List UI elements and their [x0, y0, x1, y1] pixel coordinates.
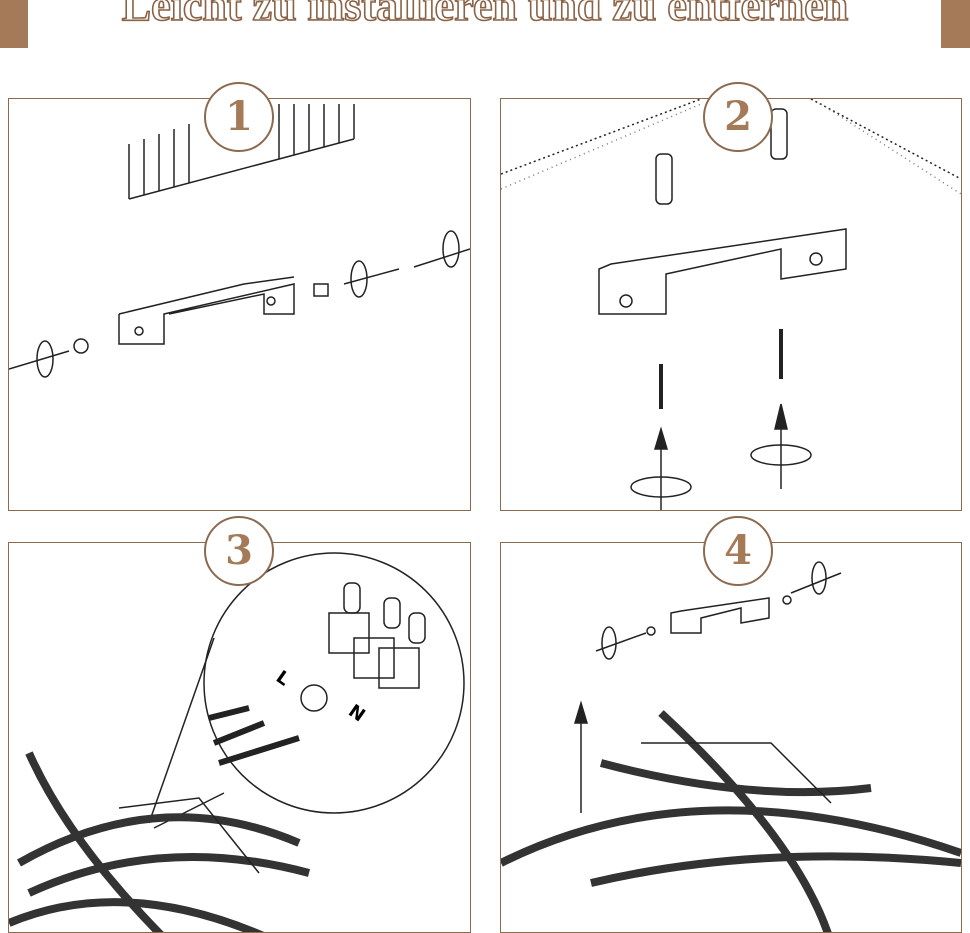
arrow-icon	[343, 268, 400, 285]
page-title: Leicht zu installieren und zu entfernen	[121, 0, 849, 31]
screw-icon	[73, 338, 89, 354]
left-accent-bar	[0, 0, 28, 48]
step-4-number: 4	[703, 516, 773, 586]
terminal-block	[328, 582, 426, 689]
rotate-arrow-icon	[350, 260, 368, 298]
step-2-panel	[500, 98, 962, 511]
lamp-base	[641, 742, 832, 804]
screw-icon	[782, 595, 792, 605]
step-1-panel	[8, 98, 471, 511]
arrow-icon	[413, 248, 470, 268]
arrow-head-icon	[774, 403, 788, 430]
rotate-arrow-icon	[36, 340, 54, 378]
step-4-illustration	[501, 561, 961, 932]
rotate-arrow-icon	[442, 230, 460, 268]
mounting-bracket	[118, 276, 295, 345]
rotate-arrow-icon	[630, 476, 692, 498]
wiring-detail-circle	[203, 552, 465, 814]
step-4-panel	[500, 542, 962, 933]
rotate-arrow-icon	[601, 626, 617, 660]
step-3-illustration	[9, 552, 465, 932]
screw-icon	[313, 283, 329, 297]
arrow-icon	[790, 572, 842, 594]
step-2-number: 2	[703, 82, 773, 152]
lamp-base	[118, 797, 260, 874]
rotate-arrow-icon	[811, 561, 827, 595]
ceiling-texture	[501, 99, 961, 180]
mounting-bracket	[670, 597, 770, 634]
ground-symbol-icon	[300, 684, 328, 712]
wall-plug-icon	[655, 153, 673, 205]
lamp-arms	[9, 751, 311, 932]
rotate-arrow-icon	[750, 444, 812, 466]
lamp-arms	[501, 710, 961, 932]
wall-plug-icon	[770, 108, 788, 160]
ceiling-hatch	[128, 104, 355, 200]
screw-icon	[646, 626, 656, 636]
step-3-panel: L N	[8, 542, 471, 933]
arrow-icon	[9, 350, 70, 370]
step-1-illustration	[9, 104, 470, 378]
step-3-number: 3	[204, 516, 274, 586]
arrow-head-icon	[573, 700, 589, 724]
right-accent-bar	[941, 0, 970, 48]
wires	[208, 705, 300, 766]
arrow-head-icon	[653, 426, 669, 450]
mounting-bracket	[598, 228, 847, 315]
arrow-icon	[595, 632, 647, 652]
step-2-illustration	[501, 99, 961, 510]
step-1-number: 1	[204, 82, 274, 152]
